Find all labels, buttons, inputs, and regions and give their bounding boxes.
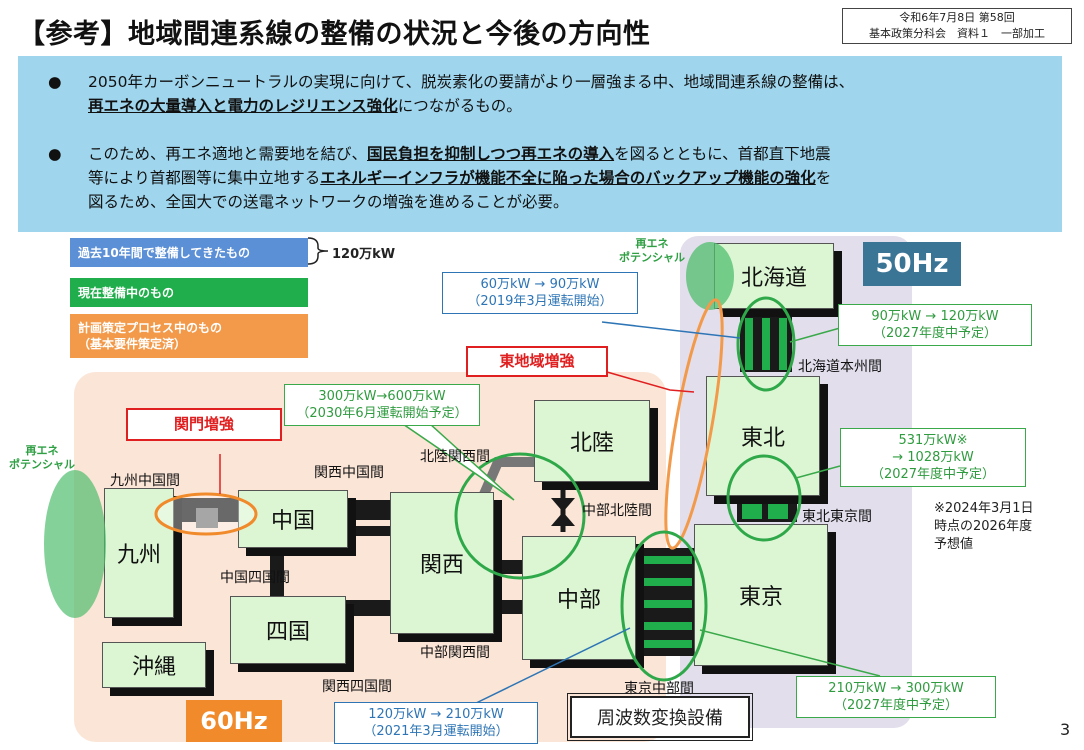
callout-hokkaido-past-line-2: （2019年3月運転開始） [467, 294, 613, 309]
renewable-label-hokkaido: 再エネ ポテンシャル [612, 237, 692, 265]
callout-tohoku-tokyo: 531万kW※ → 1028万kW （2027年度中予定） [840, 428, 1026, 487]
link-hokkaido-honshu-current-2 [762, 318, 770, 370]
bullet-1-emphasis: 再エネの大量導入と電力のレジリエンス強化 [88, 97, 398, 115]
meta-line-2: 基本政策分科会 資料１ 一部加工 [869, 27, 1045, 40]
label-hokuriku-kansai: 北陸関西間 [420, 449, 490, 465]
callout-tohoku-tokyo-line-3: （2027年度中予定） [870, 467, 996, 482]
region-chugoku: 中国 [238, 490, 348, 548]
label-chubu-kansai: 中部関西間 [420, 645, 490, 661]
region-chubu: 中部 [522, 536, 636, 660]
link-chugoku-kansai-1 [348, 500, 394, 520]
bullet-1-text-a: 2050年カーボンニュートラルの実現に向けて、脱炭素化の要請がより一層強まる中、… [88, 73, 855, 91]
fc-bar-5 [636, 640, 692, 648]
meta-line-1: 令和6年7月8日 第58回 [899, 11, 1015, 24]
region-kyushu: 九州 [104, 488, 174, 618]
bullet-dot-icon: ● [48, 73, 62, 91]
callout-fc-current-line-1: 210万kW → 300万kW [828, 681, 964, 696]
region-kansai: 関西 [390, 492, 494, 634]
region-okinawa: 沖縄 [102, 642, 206, 688]
renewable-label-kyushu: 再エネ ポテンシャル [2, 444, 82, 472]
legend-planned-line-2: （基本要件策定済） [78, 337, 187, 351]
link-chugoku-kansai-2 [348, 526, 394, 536]
link-kyushu-chugoku-past [196, 508, 218, 528]
legend-planned: 計画策定プロセス中のもの （基本要件策定済） [70, 314, 308, 358]
callout-hokkaido-current: 90万kW → 120万kW （2027年度中予定） [838, 304, 1032, 346]
callout-east-reinforce: 東地域増強 [466, 346, 608, 377]
renewable-label-kyushu-line-1: 再エネ [25, 444, 59, 457]
hz-50-badge: 50Hz [863, 242, 961, 286]
callout-hokkaido-current-line-2: （2027年度中予定） [872, 326, 998, 341]
renewable-label-kyushu-line-2: ポテンシャル [9, 458, 75, 471]
fc-bar-4 [636, 622, 692, 630]
bullet-2-text-b: を図るとともに、首都直下地震 [614, 145, 831, 163]
hz-60-badge: 60Hz [186, 700, 282, 742]
label-chubu-hokuriku: 中部北陸間 [582, 503, 652, 519]
link-kansai-shikoku [346, 600, 390, 616]
label-tokyo-chubu: 東京中部間 [624, 681, 694, 697]
callout-hokuriku-kansai: 300万kW→600万kW （2030年6月運転開始予定） [284, 384, 480, 426]
fc-label: 周波数変換設備 [567, 693, 753, 741]
callout-tohoku-tokyo-line-1: 531万kW※ [898, 433, 968, 448]
link-hokkaido-honshu-current-3 [779, 318, 787, 370]
meeting-meta: 令和6年7月8日 第58回 基本政策分科会 資料１ 一部加工 [842, 8, 1072, 44]
callout-fc-past-line-1: 120万kW → 210万kW [368, 707, 504, 722]
label-chugoku-shikoku: 中国四国間 [220, 570, 290, 586]
legend-planned-line-1: 計画策定プロセス中のもの [78, 321, 223, 335]
callout-fc-past: 120万kW → 210万kW （2021年3月運転開始） [334, 702, 538, 744]
legend-current: 現在整備中のもの [70, 278, 308, 307]
region-shikoku: 四国 [230, 596, 346, 664]
footnote-line-2: 時点の2026年度 [934, 519, 1033, 534]
callout-fc-past-line-2: （2021年3月運転開始） [363, 724, 509, 739]
region-tokyo: 東京 [694, 524, 828, 666]
link-tohoku-tokyo-current-2 [768, 495, 788, 519]
label-kansai-shikoku: 関西四国間 [322, 679, 392, 695]
fc-bar-3 [636, 600, 692, 608]
callout-fc-current-line-2: （2027年度中予定） [833, 698, 959, 713]
legend-past-total: 120万kW [332, 247, 396, 262]
callout-kanmon: 関門増強 [126, 408, 282, 441]
callout-hokkaido-past: 60万kW → 90万kW （2019年3月運転開始） [442, 272, 638, 314]
link-tohoku-tokyo-current-1 [742, 495, 762, 519]
link-hokkaido-honshu-current-1 [745, 318, 753, 370]
renewable-label-hokkaido-line-1: 再エネ [635, 237, 669, 250]
footnote-line-1: ※2024年3月1日 [934, 501, 1034, 516]
bullet-2-text-d: を [815, 169, 832, 187]
intro-panel: ● 2050年カーボンニュートラルの実現に向けて、脱炭素化の要請がより一層強まる… [18, 56, 1062, 232]
link-kansai-chubu-1 [494, 560, 522, 574]
bullet-2-text-e: 図るため、全国大での送電ネットワークの増強を進めることが必要。 [88, 193, 569, 211]
bullet-2-text-c: 等により首都圏等に集中立地する [88, 169, 321, 187]
footnote: ※2024年3月1日 時点の2026年度 予想値 [934, 500, 1034, 554]
renewable-kyushu-blob [44, 470, 106, 618]
bullet-2-text-a: このため、再エネ適地と需要地を結び、 [88, 145, 368, 163]
label-tohoku-tokyo: 東北東京間 [802, 509, 872, 525]
callout-hokuriku-kansai-line-1: 300万kW→600万kW [318, 389, 446, 404]
callout-hokkaido-current-line-1: 90万kW → 120万kW [871, 309, 999, 324]
bullet-2-emphasis-2: エネルギーインフラが機能不全に陥った場合のバックアップ機能の強化 [320, 169, 816, 187]
renewable-label-hokkaido-line-2: ポテンシャル [619, 251, 685, 264]
page-number: 3 [1060, 720, 1071, 739]
link-kansai-chubu-2 [494, 600, 522, 614]
page-title: 【参考】地域間連系線の整備の状況と今後の方向性 [18, 19, 651, 50]
fc-bar-1 [636, 556, 692, 564]
legend-past: 過去10年間で整備してきたもの [70, 238, 308, 267]
callout-hokuriku-kansai-line-2: （2030年6月運転開始予定） [296, 406, 468, 421]
renewable-hokkaido-blob [686, 242, 734, 310]
link-chugoku-shikoku [270, 548, 284, 598]
fc-bar-2 [636, 578, 692, 586]
label-hokkaido-honshu: 北海道本州間 [798, 359, 882, 375]
callout-tohoku-tokyo-line-2: → 1028万kW [892, 450, 974, 465]
callout-fc-current: 210万kW → 300万kW （2027年度中予定） [796, 676, 996, 718]
footnote-line-3: 予想値 [934, 537, 974, 552]
bullet-dot-icon: ● [48, 145, 62, 163]
bullet-1-text-b: につながるもの。 [397, 97, 522, 115]
region-hokuriku: 北陸 [534, 400, 650, 482]
legend-brace-icon [307, 237, 329, 265]
region-tohoku: 東北 [706, 376, 820, 496]
label-kansai-chugoku: 関西中国間 [314, 465, 384, 481]
bullet-2-emphasis-1: 国民負担を抑制しつつ再エネの導入 [367, 145, 615, 163]
label-kyushu-chugoku: 九州中国間 [110, 473, 180, 489]
callout-hokkaido-past-line-1: 60万kW → 90万kW [480, 277, 600, 292]
